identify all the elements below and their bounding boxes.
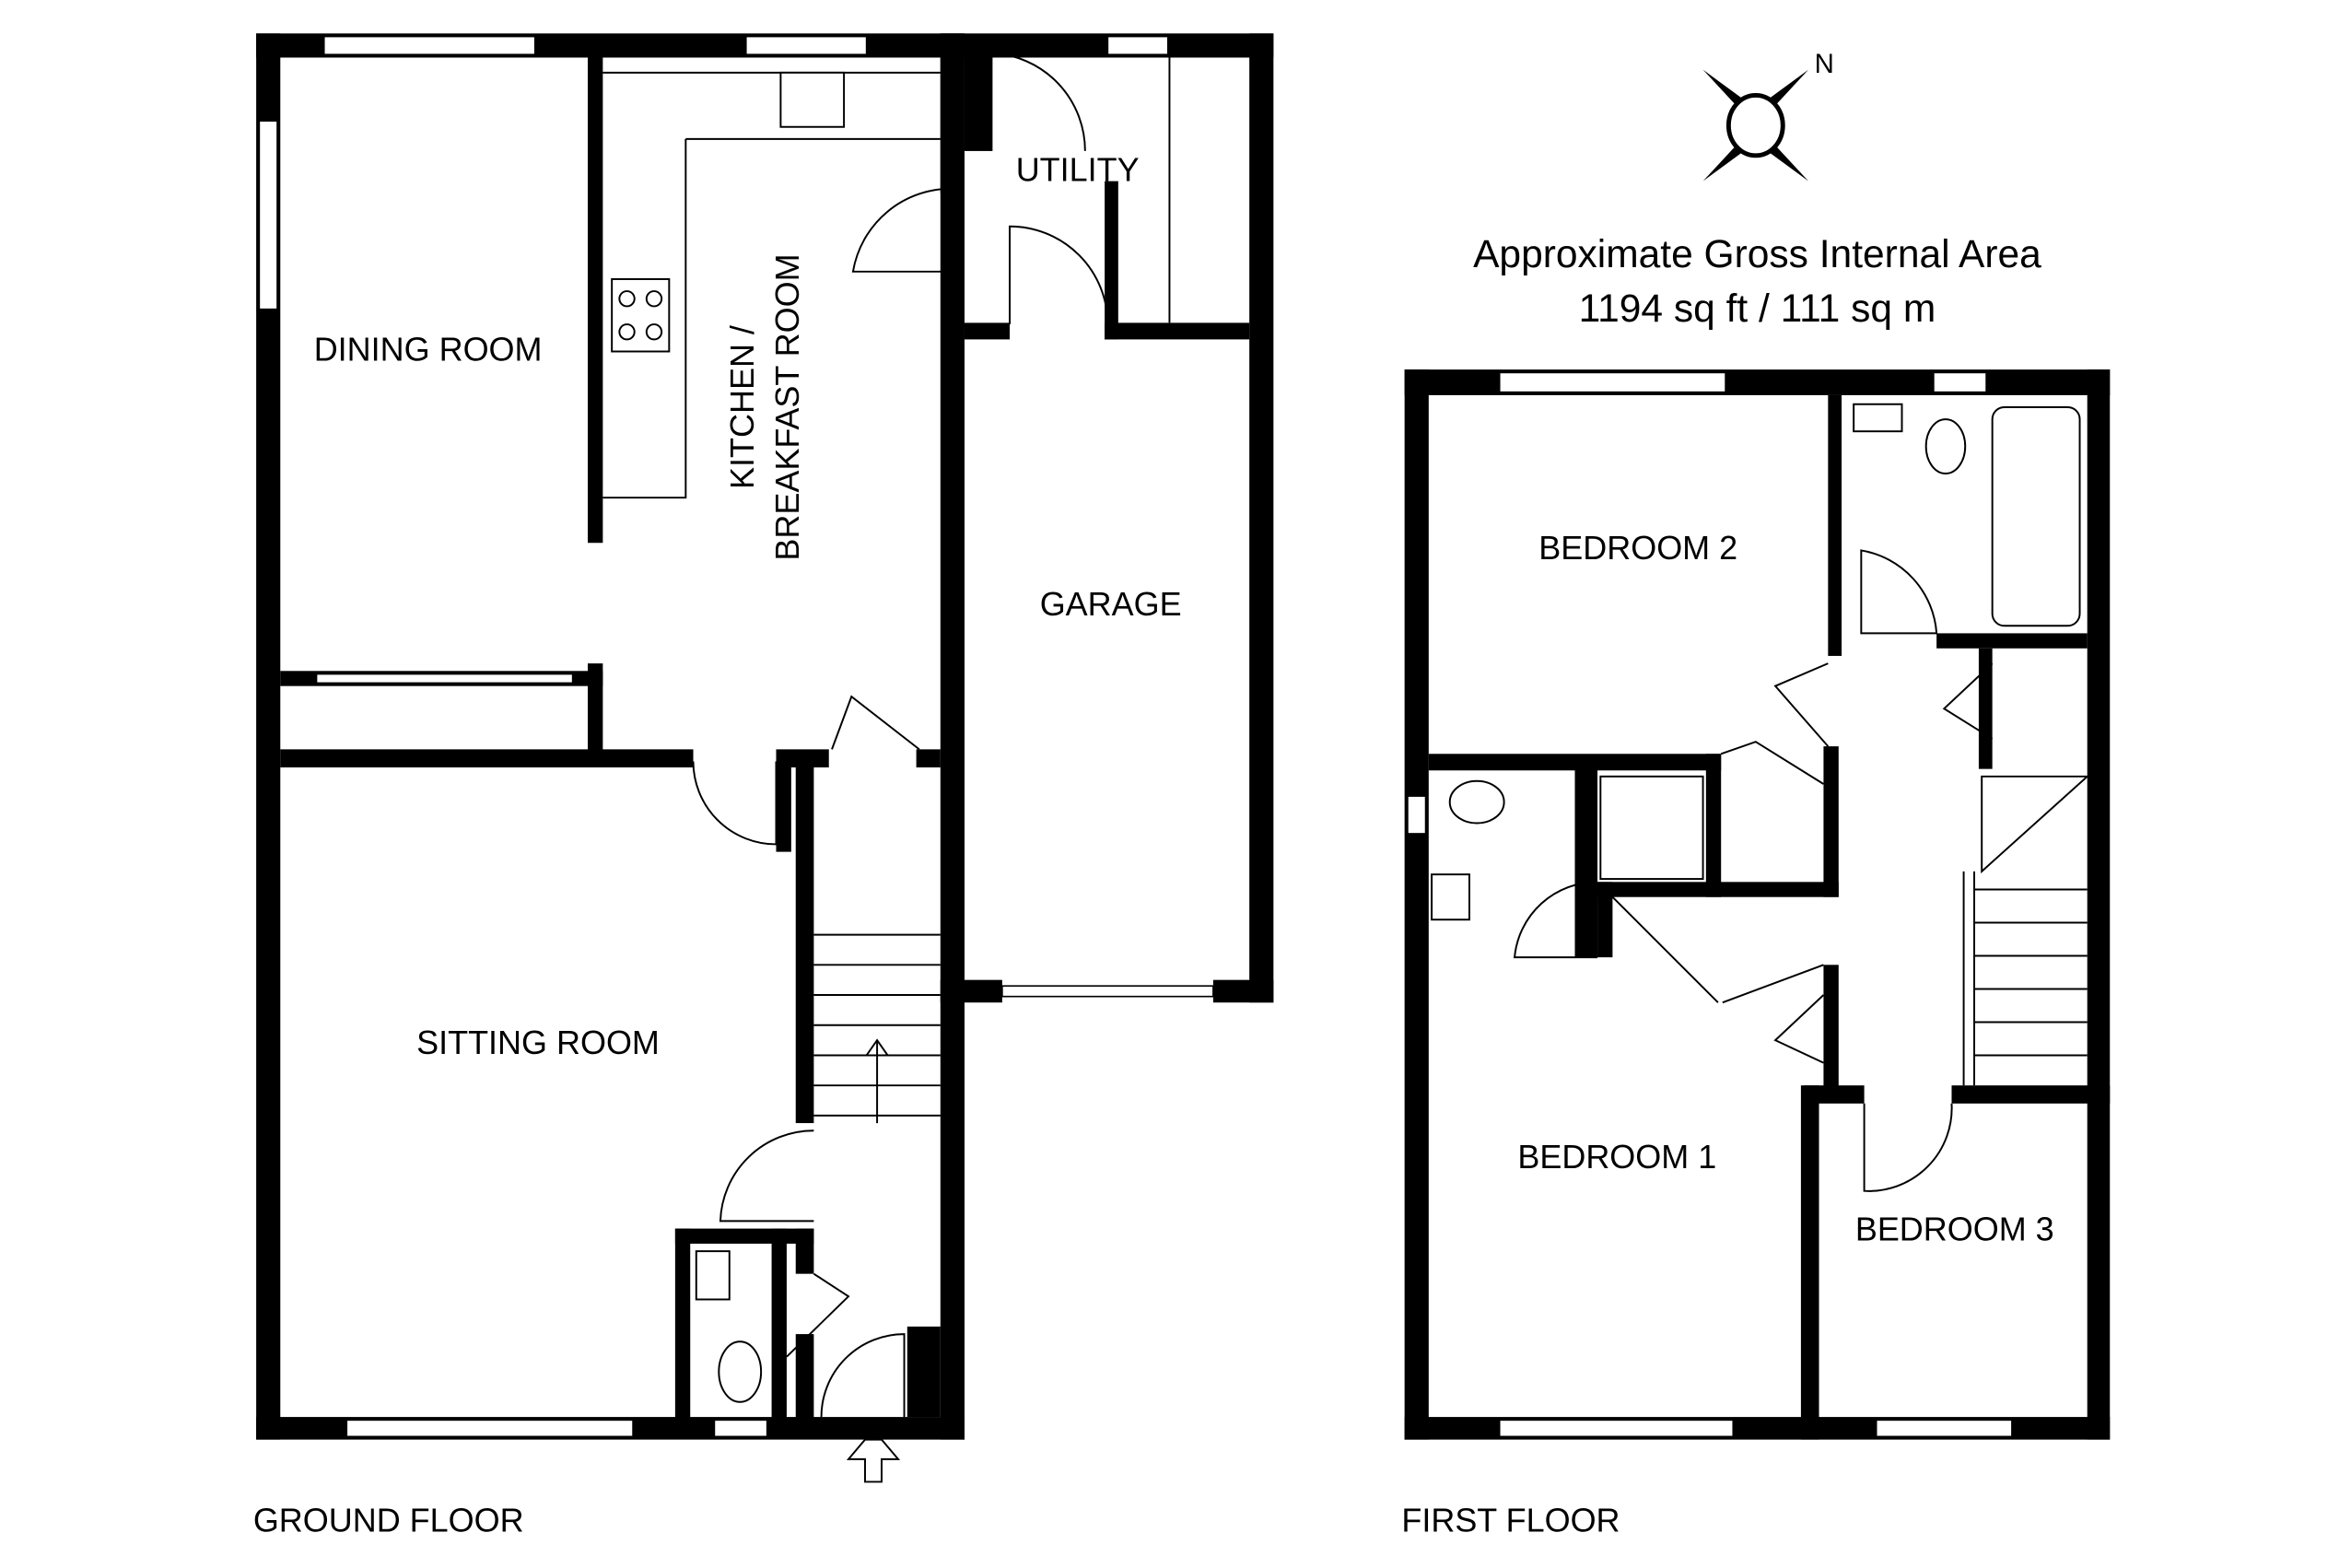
wall (1574, 768, 1598, 958)
area-title: Approximate Gross Internal Area (1473, 232, 2041, 276)
wall (771, 1228, 787, 1425)
stairs-up-arrow-icon (865, 1038, 889, 1124)
door-swing (1009, 225, 1109, 325)
window (1933, 371, 1987, 393)
wall (1105, 322, 1250, 340)
first-floor-plan: BEDROOM 2 BEDROOM 1 BEDROOM 3 FIRST FLOO… (1401, 369, 2111, 1539)
door-swing (831, 695, 920, 751)
wall (1105, 181, 1118, 340)
door-swing (692, 761, 778, 846)
wall (940, 979, 1002, 1003)
window (713, 1419, 768, 1438)
compass-north-label: N (1815, 49, 1834, 79)
wall (964, 57, 992, 151)
door-swing (1773, 994, 1825, 1064)
wall (1249, 33, 1274, 1003)
wall (1951, 1085, 2111, 1104)
door-swing (1720, 741, 1824, 785)
garage-door (1001, 985, 1214, 998)
wall (795, 761, 814, 1124)
window (1106, 35, 1169, 56)
door-swing (820, 1333, 906, 1418)
stairs-first (1962, 775, 2090, 1086)
room-label-kitchen-line2: BREAKFAST ROOM (768, 253, 806, 560)
window (1407, 795, 1427, 835)
door-swing (1514, 881, 1598, 959)
wall (1597, 882, 1613, 958)
wall (795, 1228, 814, 1274)
wc-toilet-icon (718, 1340, 763, 1403)
door-swing (719, 1129, 814, 1223)
window (258, 120, 278, 310)
wall (1936, 633, 2088, 649)
wall (588, 663, 603, 755)
wall (1823, 965, 1839, 1094)
room-label-dining: DINING ROOM (314, 330, 543, 368)
room-label-bedroom1: BEDROOM 1 (1517, 1138, 1716, 1176)
wall (906, 1326, 941, 1418)
room-label-bedroom2: BEDROOM 2 (1538, 529, 1737, 567)
room-label-kitchen-line1: KITCHEN / (723, 325, 761, 489)
floor-label-ground: GROUND FLOOR (253, 1501, 524, 1539)
wall (1428, 754, 1722, 771)
wall (1597, 882, 1839, 897)
window (744, 35, 868, 56)
wall (964, 322, 1011, 340)
bath-icon (1991, 406, 2081, 627)
floor-label-first: FIRST FLOOR (1401, 1501, 1620, 1539)
wardrobe-doors (1611, 895, 1824, 1004)
wall (795, 1334, 814, 1425)
shower-icon (1599, 775, 1704, 881)
ensuite-toilet-icon (1448, 779, 1505, 825)
wall (1800, 1085, 1819, 1440)
stairs-ground (813, 933, 941, 1124)
door-swing (1863, 1103, 1953, 1192)
door-swing (1860, 549, 1938, 635)
wall (916, 749, 941, 768)
entrance-arrow-icon (846, 1438, 901, 1483)
wall (2087, 369, 2111, 1440)
area-value: 1194 sq ft / 111 sq m (1579, 287, 1936, 331)
wall (940, 57, 953, 193)
wall (1404, 369, 1429, 1440)
wall (280, 749, 694, 768)
wc-basin-icon (695, 1250, 731, 1301)
room-label-kitchen: KITCHEN / BREAKFAST ROOM (723, 253, 806, 560)
door-swing (851, 187, 953, 273)
sliding-door (315, 673, 574, 685)
window (1498, 371, 1726, 393)
door-swing (990, 52, 1086, 151)
room-label-utility: UTILITY (1016, 151, 1140, 189)
wall (588, 57, 603, 544)
door-swing (1942, 662, 1994, 740)
kitchen-worktop (602, 71, 941, 499)
room-label-garage: GARAGE (1040, 585, 1182, 623)
window (345, 1419, 634, 1438)
room-label-bedroom3: BEDROOM 3 (1855, 1211, 2054, 1248)
window (1498, 1419, 1735, 1438)
wall (674, 1228, 814, 1244)
bathroom-toilet-icon (1924, 418, 1967, 474)
door-swing (1773, 662, 1830, 747)
wall (776, 761, 791, 852)
window (322, 35, 536, 56)
room-label-sitting: SITTING ROOM (416, 1024, 660, 1061)
wall (674, 1228, 691, 1425)
wall (1823, 746, 1839, 897)
wall (1212, 979, 1274, 1003)
hob-icon (611, 277, 671, 353)
wall (1828, 394, 1842, 656)
door-swing (786, 1272, 850, 1358)
compass-icon: N (1702, 49, 1834, 181)
wall (1978, 648, 1993, 769)
window (1875, 1419, 2013, 1438)
ground-floor-plan: DINING ROOM KITCHEN / BREAKFAST ROOM UTI… (253, 33, 1274, 1539)
kitchen-sink-icon (779, 71, 846, 128)
wall (1705, 754, 1722, 897)
ensuite-basin-icon (1431, 873, 1470, 921)
bathroom-basin-icon (1853, 403, 1903, 433)
